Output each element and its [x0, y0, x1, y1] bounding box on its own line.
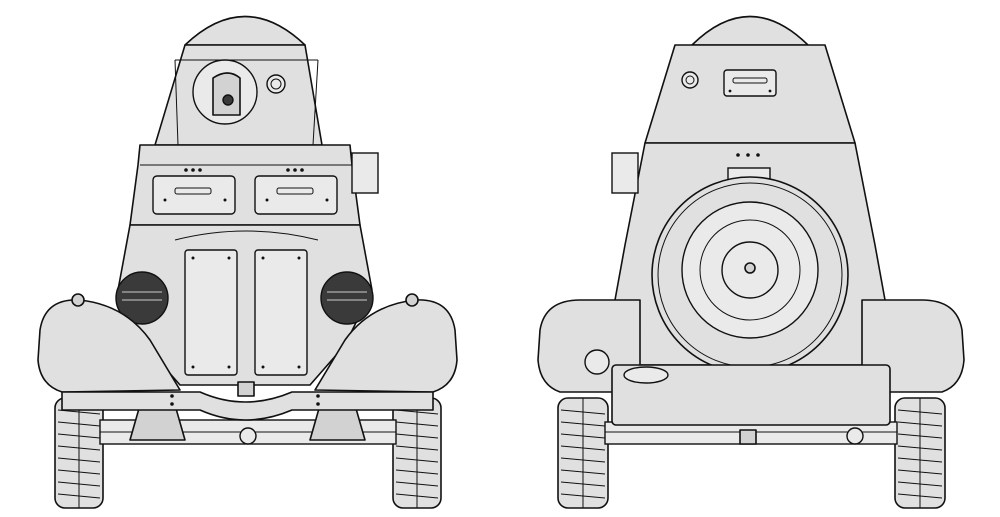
rear-view-vision-port-icon: [681, 71, 699, 89]
front-view-turret-dome: [184, 15, 306, 46]
front-view-visor-right: [254, 168, 338, 215]
front-view-right-tire: [392, 397, 442, 509]
rear-view-fuel-cap-icon: [623, 366, 669, 384]
front-view-vision-port-icon: [266, 74, 286, 94]
front-view-radiator-door-right: [254, 249, 308, 376]
rear-view-tail-light-icon: [584, 349, 610, 375]
rear-view-side-plate: [611, 152, 639, 194]
rear-view-turret-dome: [691, 15, 809, 46]
front-view-fender-left: [37, 299, 181, 393]
front-view-axle: [99, 404, 397, 445]
front-view-radiator-door-left: [184, 249, 238, 376]
rear-view-turret-hatch: [723, 69, 777, 97]
front-view-bumper: [61, 391, 434, 421]
front-view-gun-mantlet: [192, 59, 258, 125]
front-view-visor-left: [152, 168, 236, 215]
front-view-fender-right: [314, 299, 458, 393]
rear-view-right-tire: [894, 397, 946, 509]
front-view-side-plate: [351, 152, 379, 194]
rear-view-spare-tire: [651, 176, 849, 374]
front-view: [37, 15, 458, 509]
front-view-left-tire: [54, 397, 104, 509]
rear-view: [537, 15, 965, 509]
front-view-headlight-left: [115, 271, 169, 325]
front-view-headlight-right: [320, 271, 374, 325]
rear-view-bumper: [611, 364, 891, 426]
rear-view-left-tire: [557, 397, 609, 509]
rear-view-axle: [604, 421, 898, 445]
